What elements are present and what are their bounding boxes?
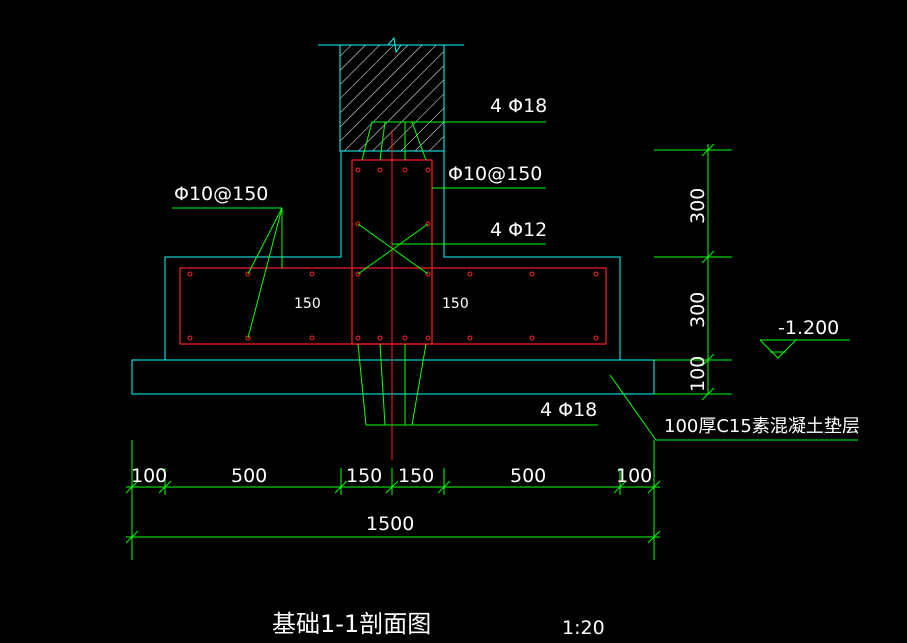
rebar-dot	[425, 167, 431, 173]
rebar-dot	[187, 335, 193, 341]
dim-horizontal-2: 500	[231, 465, 267, 487]
rebar-dot	[425, 271, 431, 277]
rebar-dot	[355, 271, 361, 277]
rebar-dot	[529, 335, 535, 341]
drawing-title: 基础1-1剖面图	[272, 610, 431, 638]
rebar-dot	[529, 271, 535, 277]
drawing-scale: 1:20	[562, 617, 605, 639]
label-beam-side-bars: 4 Φ12	[490, 219, 547, 241]
dim-total: 1500	[366, 513, 414, 535]
rebar-dot	[309, 271, 315, 277]
dim-horizontal-6: 100	[616, 465, 652, 487]
rebar-dot	[377, 335, 383, 341]
label-bottom-bars: 4 Φ18	[540, 399, 597, 421]
leader-lines	[172, 121, 858, 441]
rebar-dot	[402, 167, 408, 173]
label-cushion-note: 100厚C15素混凝土垫层	[664, 416, 860, 437]
rebar-dot	[377, 167, 383, 173]
rebar-dot	[467, 271, 473, 277]
rebar-dot	[187, 271, 193, 277]
rebar-dot	[425, 335, 431, 341]
dim-horizontal-4: 150	[398, 465, 434, 487]
rebar-dot	[309, 335, 315, 341]
rebar-dot	[355, 335, 361, 341]
label-beam-stirrup-left: Φ10@150	[174, 183, 268, 205]
rebar-dot	[245, 335, 251, 341]
horizontal-dimension	[125, 440, 661, 560]
rebar-dot	[425, 221, 431, 227]
label-elevation: -1.200	[778, 317, 839, 339]
cushion-layer	[131, 359, 655, 395]
vertical-dimension	[654, 143, 732, 401]
dim-horizontal-3: 150	[346, 465, 382, 487]
rebar-dot	[593, 271, 599, 277]
rebar-dots	[187, 167, 599, 341]
rebar-dot	[245, 271, 251, 277]
dim-vertical-1: 300	[687, 188, 709, 224]
label-cover-right: 150	[442, 296, 469, 312]
beam-stirrup-rebar	[179, 267, 607, 345]
label-column-stirrup: Φ10@150	[448, 163, 542, 185]
dim-horizontal-5: 500	[510, 465, 546, 487]
rebar-dot	[355, 221, 361, 227]
rebar-dot	[593, 335, 599, 341]
label-column-main-bars: 4 Φ18	[490, 95, 547, 117]
dim-vertical-2: 300	[687, 292, 709, 328]
rebar-dot	[467, 335, 473, 341]
dim-horizontal-1: 100	[131, 465, 167, 487]
label-cover-left: 150	[294, 296, 321, 312]
dim-vertical-3: 100	[687, 356, 709, 392]
rebar-dot	[355, 167, 361, 173]
rebar-dot	[402, 335, 408, 341]
